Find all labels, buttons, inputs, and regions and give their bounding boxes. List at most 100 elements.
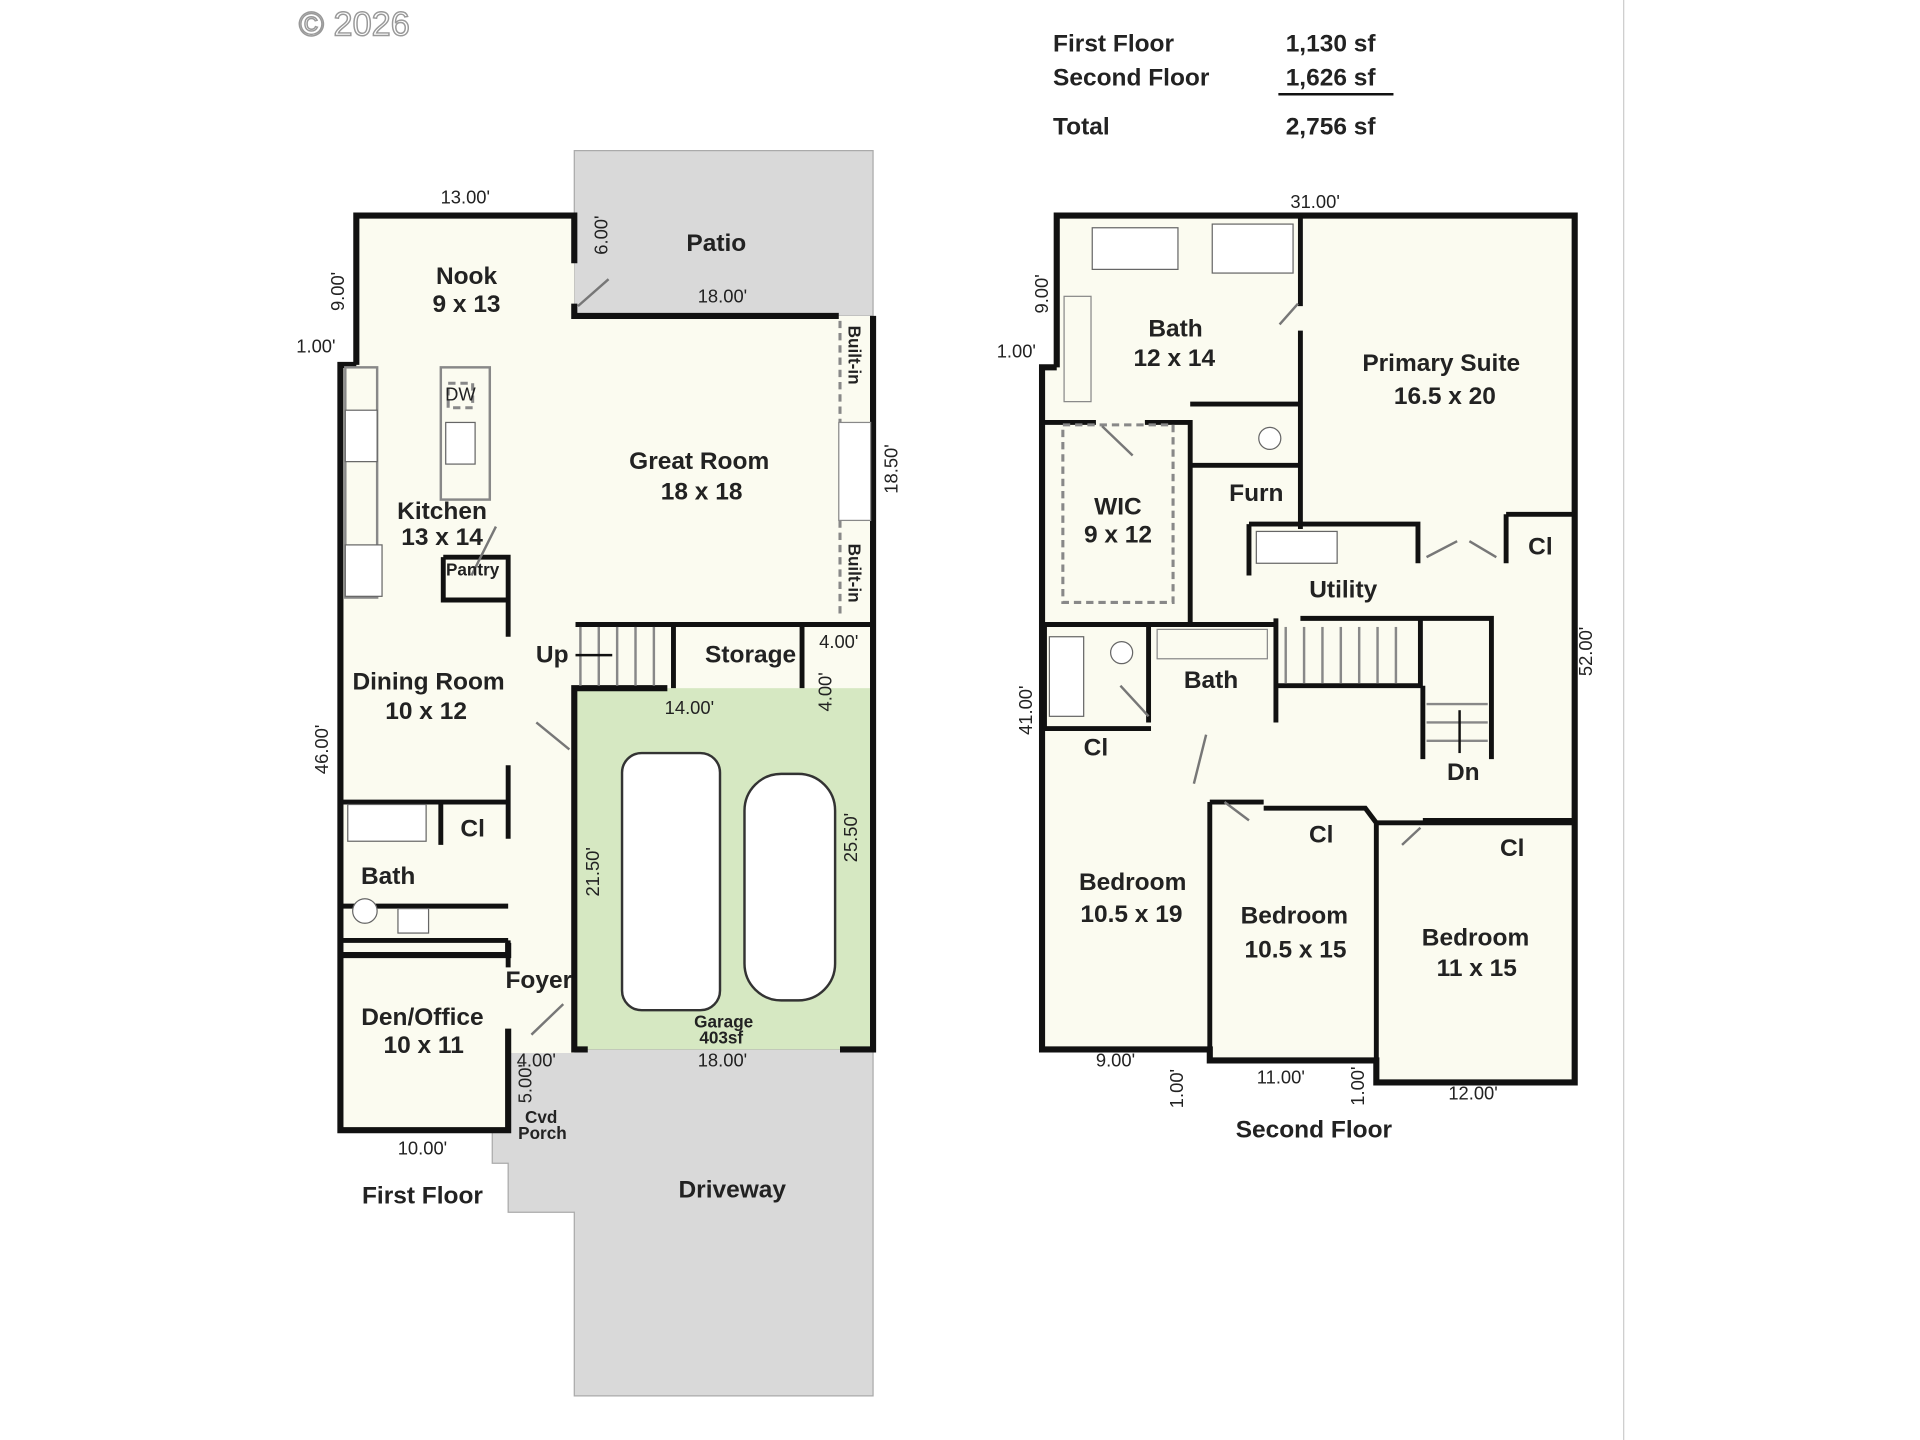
den-label: Den/Office [361,1004,483,1031]
first-floor-plan: DW Nook 9 x 13 Patio Great Room 18 x 18 … [296,150,902,1397]
hall-bath-label: Bath [1184,667,1238,694]
second-floor-plan: Bath 12 x 14 Primary Suite 16.5 x 20 WIC… [997,191,1596,1143]
first-floor-interior-walls [340,554,874,1041]
bath-label: Bath [361,863,415,890]
dimension: 1.00' [1166,1069,1187,1108]
refrigerator [344,544,383,597]
kitchen-size: 13 x 14 [401,524,483,551]
dimension: 14.00' [665,697,714,718]
dimension: 31.00' [1290,191,1339,212]
bedroom-2-label: Bedroom [1241,902,1348,929]
stairs-down-label: Dn [1447,759,1480,786]
dimension: 6.00' [590,215,611,254]
utility-label: Utility [1309,577,1377,604]
area-label-second: Second Floor [1053,65,1210,92]
car-icon [743,772,837,1002]
wic-size: 9 x 12 [1084,521,1152,548]
washer-dryer [1255,530,1338,564]
closet-label: Cl [460,815,484,842]
bathtub-2 [1048,636,1085,717]
pantry-label: Pantry [446,560,500,580]
dishwasher [446,381,475,410]
porch-label-2: Porch [518,1123,567,1143]
porch-label: Cvd [525,1107,557,1127]
bath-sink [397,907,430,934]
patio-label: Patio [686,230,746,257]
furnace-label: Furn [1229,480,1283,507]
garage-size: 403sf [699,1027,743,1047]
second-floor-interior-walls [1042,215,1575,1061]
kitchen-label: Kitchen [397,498,487,525]
dimension: 9.00' [1031,274,1052,313]
cooktop [344,409,378,463]
first-floor-stairs [575,626,656,686]
area-label-total: Total [1053,114,1110,141]
dimension: 11.00' [1257,1067,1305,1088]
primary-bath-label: Bath [1148,316,1202,343]
garage-label: Garage [694,1011,753,1031]
dimension: 52.00' [1575,627,1596,676]
dimension: 1.00' [296,336,335,357]
built-in-label-1: Built-in [845,326,865,385]
primary-suite-size: 16.5 x 20 [1394,383,1496,410]
dimension: 41.00' [1015,685,1036,734]
copyright-watermark: © 2026 [299,6,410,44]
dimension: 18.00' [698,1050,747,1071]
dimension: 5.00' [514,1064,535,1103]
dimension: 1.00' [1347,1066,1368,1105]
dishwasher-label: DW [445,383,476,404]
toilet-2 [1110,641,1134,665]
kitchen-counter [344,366,379,599]
area-value-total: 2,756 sf [1286,114,1377,141]
great-room-size: 18 x 18 [661,479,743,506]
toilet [1258,426,1282,451]
dimension: 46.00' [311,725,332,774]
closet-label: Cl [1528,534,1552,561]
dimension: 12.00' [1448,1083,1497,1104]
closet-label: Cl [1309,821,1333,848]
island-sink [445,421,476,465]
driveway-label: Driveway [679,1177,787,1204]
dimension: 10.00' [398,1138,447,1159]
shower [347,803,427,842]
nook-size: 9 x 13 [433,291,501,318]
second-floor-interior [1042,215,1575,1083]
dimension: 18.50' [881,444,902,493]
bedroom-3-size: 11 x 15 [1437,955,1517,982]
dimension: 4.00' [819,631,858,652]
nook-label: Nook [436,263,498,290]
dining-room-label: Dining Room [352,668,504,695]
primary-suite-label: Primary Suite [1362,350,1520,377]
dimension: 25.50' [840,813,861,862]
dimension: 13.00' [441,186,490,207]
shower [1211,223,1294,274]
vanity [1063,295,1092,403]
dimension: 4.00' [814,672,835,711]
great-room-label: Great Room [629,448,769,475]
built-in-label-2: Built-in [845,544,865,603]
dimension: 21.50' [582,847,603,896]
foyer-label: Foyer [505,967,572,994]
area-value-first: 1,130 sf [1286,30,1377,57]
dimension: 9.00' [1096,1050,1135,1071]
bathtub [1091,227,1179,270]
area-table: First Floor 1,130 sf Second Floor 1,626 … [1053,30,1394,141]
area-label-first: First Floor [1053,30,1174,57]
area-value-second: 1,626 sf [1286,65,1377,92]
wic-label: WIC [1094,493,1142,520]
dimension: 18.00' [698,285,747,306]
closet-label: Cl [1084,735,1108,762]
primary-bath-size: 12 x 14 [1133,345,1215,372]
stairs-up-label: Up [536,641,569,668]
vanity-2 [1156,628,1268,660]
suv-icon [620,751,722,1012]
den-size: 10 x 11 [384,1032,464,1059]
bedroom-1-label: Bedroom [1079,869,1186,896]
toilet [352,898,378,924]
second-floor-title: Second Floor [1236,1117,1393,1144]
storage-label: Storage [705,641,796,668]
dining-room-size: 10 x 12 [385,698,467,725]
bedroom-3-label: Bedroom [1422,924,1529,951]
second-floor-stairs [1284,626,1488,754]
